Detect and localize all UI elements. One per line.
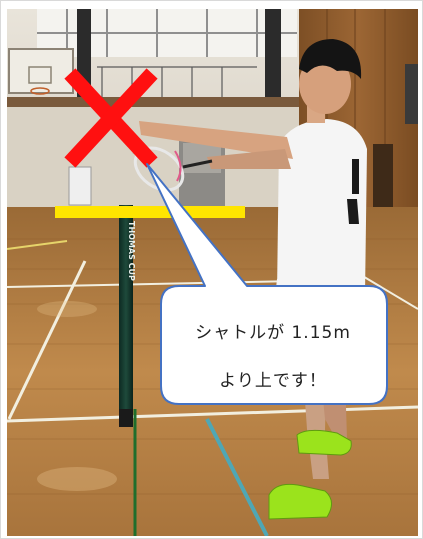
height-reference-line [55, 206, 245, 218]
callout-bubble [146, 163, 388, 405]
callout-line-2: より上です！ [219, 371, 327, 391]
badminton-serve-photo: THOMAS CUP [7, 9, 418, 536]
red-x-mark-icon [64, 68, 158, 168]
callout-line-1: シャトルが 1.15m [195, 323, 351, 343]
net-post-brand-text: THOMAS CUP [127, 221, 136, 281]
net-post: THOMAS CUP [119, 205, 136, 427]
